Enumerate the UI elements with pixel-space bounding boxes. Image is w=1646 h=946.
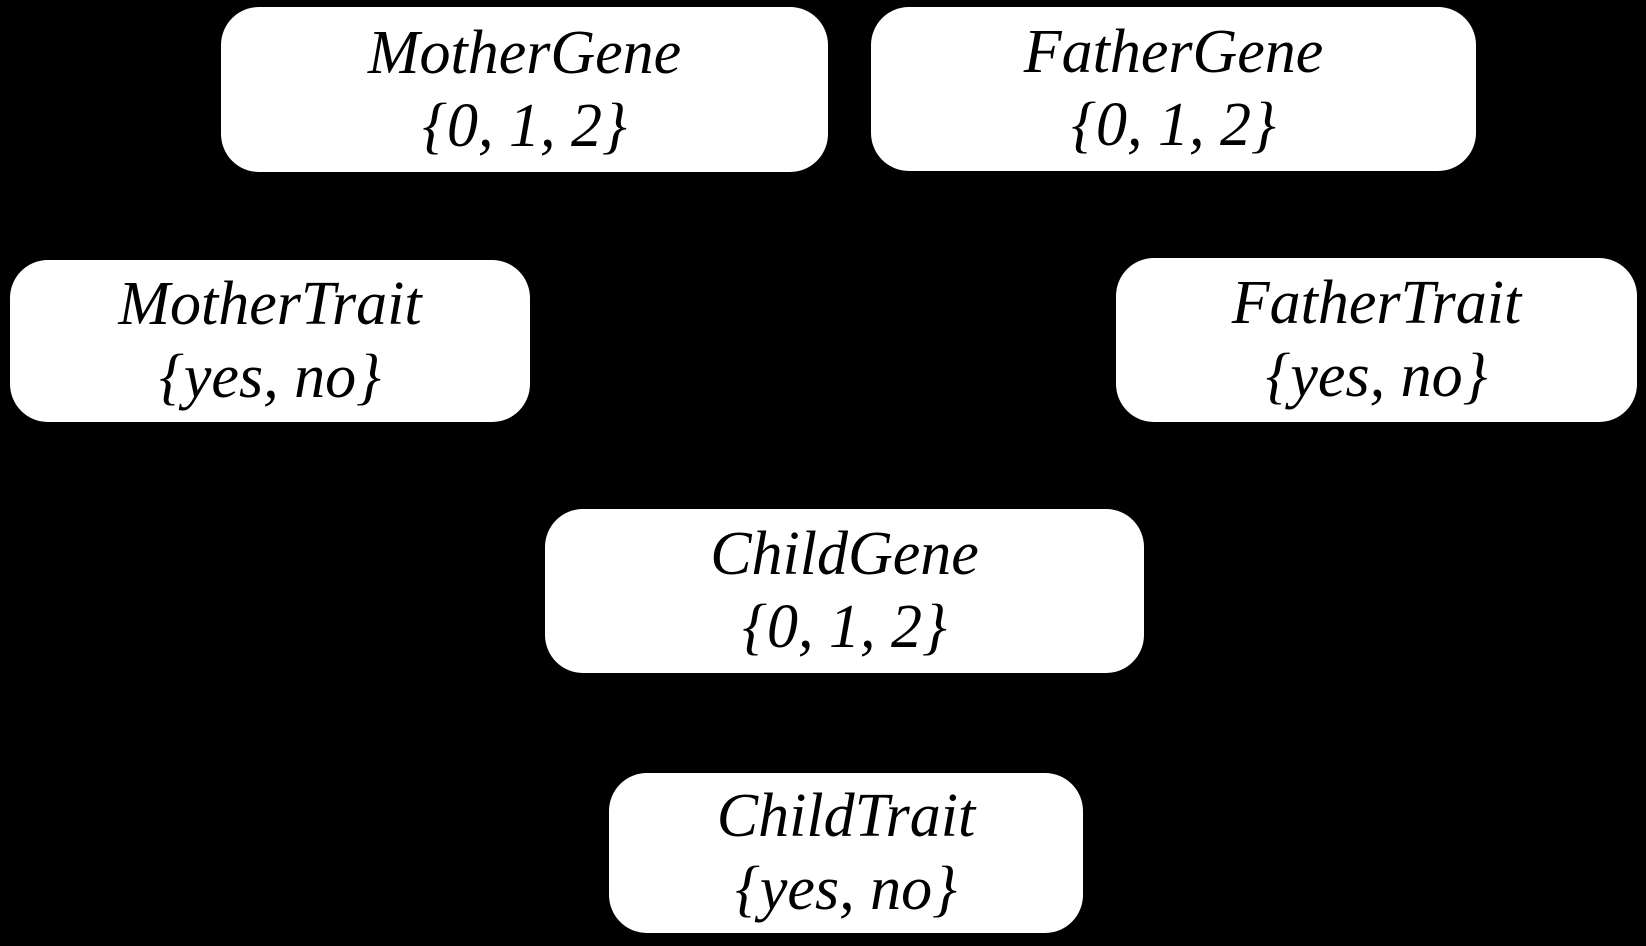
node-child-gene-values: {0, 1, 2} xyxy=(742,593,947,661)
node-father-gene-values: {0, 1, 2} xyxy=(1071,91,1276,159)
node-child-trait: ChildTrait {yes, no} xyxy=(609,773,1083,933)
node-mother-gene: MotherGene {0, 1, 2} xyxy=(221,7,828,172)
node-father-gene-title: FatherGene xyxy=(1023,18,1324,86)
node-child-trait-values: {yes, no} xyxy=(735,855,957,923)
node-child-gene: ChildGene {0, 1, 2} xyxy=(545,509,1144,673)
node-mother-gene-title: MotherGene xyxy=(367,18,682,87)
node-father-trait-title: FatherTrait xyxy=(1231,269,1522,337)
node-father-gene: FatherGene {0, 1, 2} xyxy=(871,7,1476,171)
node-mother-trait-title: MotherTrait xyxy=(118,270,422,338)
node-mother-trait-values: {yes, no} xyxy=(159,343,381,411)
node-child-trait-title: ChildTrait xyxy=(716,782,976,850)
node-mother-trait: MotherTrait {yes, no} xyxy=(10,260,530,422)
node-mother-gene-values: {0, 1, 2} xyxy=(422,91,627,160)
node-father-trait-values: {yes, no} xyxy=(1265,342,1488,410)
node-father-trait: FatherTrait {yes, no} xyxy=(1116,258,1637,422)
node-child-gene-title: ChildGene xyxy=(710,520,979,588)
